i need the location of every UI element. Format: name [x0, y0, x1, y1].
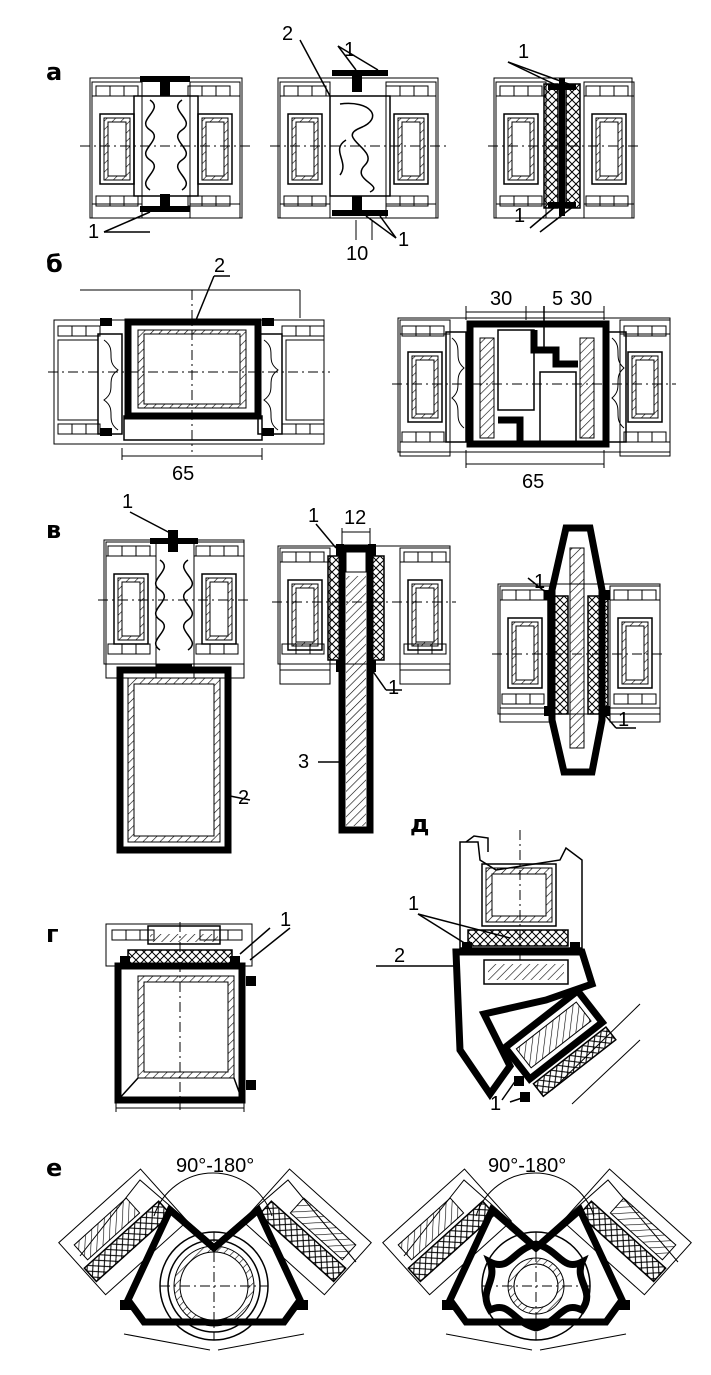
b1-label-65: 65: [172, 463, 194, 485]
b2-label-30-left: 30: [490, 288, 512, 310]
section-e: е 90°-1: [46, 1154, 692, 1351]
v1-label-2: 2: [238, 787, 249, 809]
drawing-v2: [272, 523, 456, 834]
a3-label-1-top: 1: [518, 41, 529, 63]
d-label-1-bottom: 1: [490, 1093, 501, 1115]
b2-label-30-right: 30: [570, 288, 592, 310]
section-e-label: е: [46, 1154, 62, 1182]
v3-label-1-top: 1: [534, 571, 545, 593]
drawing-e1: [58, 1168, 372, 1351]
a2-label-1-bottom: 1: [398, 229, 409, 251]
v2-label-3: 3: [298, 751, 309, 773]
a1-label-1: 1: [88, 221, 99, 243]
a2-label-2: 2: [282, 23, 293, 45]
section-b: б: [46, 250, 676, 493]
drawing-v1: [98, 511, 251, 854]
e2-label-angle: 90°-180°: [488, 1155, 566, 1177]
v2-label-1-bottom: 1: [388, 677, 399, 699]
drawing-v3: [492, 524, 666, 776]
drawing-g: [105, 922, 291, 1112]
a3-label-1-bottom: 1: [514, 205, 525, 227]
section-v-label: в: [46, 516, 61, 544]
g-label-1: 1: [280, 909, 291, 931]
v3-label-1-bottom: 1: [618, 709, 629, 731]
section-d: д: [376, 810, 641, 1115]
d-label-1-top: 1: [408, 893, 419, 915]
drawing-d: [376, 830, 641, 1105]
e1-label-angle: 90°-180°: [176, 1155, 254, 1177]
d-label-2: 2: [394, 945, 405, 967]
drawing-b2: [392, 306, 676, 468]
drawing-a3: [488, 61, 640, 233]
drawing-e2: [382, 1168, 692, 1351]
b2-label-5: 5: [552, 288, 563, 310]
b2-label-65: 65: [522, 471, 544, 493]
a2-label-10: 10: [346, 243, 368, 265]
section-v: в 1 2: [46, 491, 666, 854]
b1-label-2: 2: [214, 255, 225, 277]
v2-label-12: 12: [344, 507, 366, 529]
v1-label-1: 1: [122, 491, 133, 513]
drawing-a1: [80, 76, 250, 233]
section-d-label: д: [410, 810, 429, 838]
drawing-a2: [270, 39, 450, 240]
section-a-label: а: [46, 58, 62, 86]
a2-label-1-top: 1: [344, 39, 355, 61]
section-b-label: б: [46, 250, 63, 278]
section-g-label: г: [46, 920, 59, 948]
section-a: а 1: [46, 23, 640, 265]
section-g: г 1: [46, 909, 291, 1112]
v2-label-1-top: 1: [308, 505, 319, 527]
drawing-b1: [48, 275, 330, 460]
